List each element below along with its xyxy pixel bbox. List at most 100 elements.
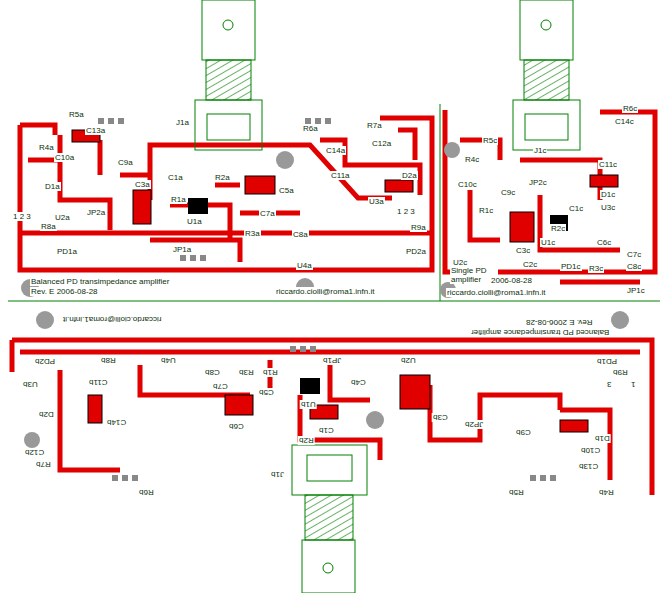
silkscreen-label: U3c — [600, 203, 616, 212]
pad — [325, 118, 331, 124]
silkscreen-label: C8a — [292, 230, 309, 239]
silkscreen-label: C14a — [325, 146, 346, 155]
pad — [310, 346, 316, 352]
silkscreen-label: D1c — [600, 190, 616, 199]
pad — [98, 118, 556, 481]
copper-trace — [540, 195, 620, 250]
silkscreen-label: R8a — [40, 222, 57, 231]
silkscreen-label: C5a — [278, 186, 295, 195]
pad — [300, 346, 306, 352]
silkscreen-label: R7b — [35, 460, 52, 469]
copper-trace — [20, 350, 640, 355]
silkscreen-label: J1c — [533, 146, 547, 155]
mounting-hole — [366, 411, 384, 429]
silkscreen-label: R1a — [170, 195, 187, 204]
silkscreen-label: Balanced PD transimpedance amplifier — [30, 277, 170, 286]
silkscreen-label: R9a — [410, 223, 427, 232]
silkscreen-label: R3a — [244, 229, 261, 238]
copper-trace — [120, 173, 150, 178]
silkscreen-label: U4a — [296, 261, 313, 270]
silkscreen-label: R5a — [68, 110, 85, 119]
bnc-connector — [207, 114, 250, 140]
pad — [122, 475, 128, 481]
component-body — [560, 420, 588, 432]
component-body — [225, 395, 253, 415]
silkscreen-label: C1a — [167, 173, 184, 182]
component-body — [590, 175, 618, 187]
silkscreen-label: D1a — [44, 182, 61, 191]
component-body — [510, 212, 534, 242]
silkscreen-label: U1b — [300, 400, 317, 409]
copper-trace — [20, 125, 55, 135]
copper-trace — [215, 183, 240, 188]
copper-trace — [12, 340, 652, 495]
silkscreen-label: JP2a — [86, 208, 106, 217]
silkscreen-label: R1b — [262, 368, 279, 377]
pad — [190, 255, 196, 261]
silkscreen-label: C3b — [432, 413, 449, 422]
copper-trace — [445, 110, 655, 272]
copper-trace — [560, 280, 640, 285]
silkscreen-label: C2c — [522, 260, 538, 269]
silkscreen-label: C11a — [330, 171, 351, 180]
silkscreen-label: U1c — [540, 238, 556, 247]
component-body — [400, 375, 430, 409]
bnc-connector — [195, 0, 580, 593]
copper-trace — [520, 160, 600, 200]
silkscreen-label: C14b — [106, 418, 127, 427]
silkscreen-label: R1c — [478, 206, 494, 215]
silkscreen-label: riccardo.ciolli@roma1.infn.it — [275, 287, 375, 296]
silkscreen-label: C1c — [568, 204, 584, 213]
silkscreen-label: 1 — [630, 380, 636, 389]
bnc-connector — [195, 100, 262, 150]
board-outline — [8, 104, 660, 301]
silkscreen-label: C11c — [598, 160, 618, 169]
silkscreen-label: Balanced PD transimpedance amplifier — [470, 328, 610, 337]
copper-trace — [10, 340, 15, 372]
silkscreen-label: 1 2 3 — [396, 207, 416, 216]
component-body — [88, 395, 102, 423]
pad — [118, 118, 124, 124]
silkscreen-label: C13b — [578, 462, 599, 471]
bnc-connector — [323, 563, 333, 573]
silkscreen-label: U2b — [400, 356, 417, 365]
copper-trace — [300, 395, 380, 460]
silkscreen-label: R3b — [238, 368, 255, 377]
silkscreen-label: riccardo.ciolli@roma1.infn.it — [62, 315, 162, 324]
silkscreen-label: J1b — [270, 470, 285, 479]
copper-trace — [22, 231, 432, 236]
copper-trace — [470, 190, 500, 240]
copper-trace — [20, 118, 432, 270]
silkscreen-label: R4a — [38, 143, 55, 152]
pad — [540, 475, 546, 481]
silkscreen-label: C8c — [626, 262, 642, 271]
copper-trace — [430, 385, 560, 440]
silkscreen-label: C9c — [500, 188, 516, 197]
silkscreen-label: C6c — [596, 238, 612, 247]
bnc-connector — [202, 0, 255, 60]
bnc-connector — [513, 100, 580, 150]
silkscreen-label: 3 — [606, 380, 612, 389]
component-body — [133, 190, 151, 224]
silkscreen-label: C5b — [258, 388, 275, 397]
mounting-hole — [24, 432, 40, 448]
bnc-connector — [302, 540, 355, 593]
silkscreen-label: R5c — [482, 136, 498, 145]
silkscreen-label: C4b — [350, 378, 367, 387]
silkscreen-label: U3b — [22, 380, 39, 389]
silkscreen-label: JP2c — [528, 178, 548, 187]
silkscreen-label: R6c — [622, 104, 638, 113]
silkscreen-label: D2b — [38, 410, 55, 419]
silkscreen-label: C3a — [134, 180, 151, 189]
silkscreen-label: Rev. E 2006-08-28 — [30, 287, 99, 296]
silkscreen-label: U2a — [54, 213, 71, 222]
silkscreen-label: U1a — [186, 217, 203, 226]
silkscreen-label: J1a — [175, 118, 190, 127]
silkscreen-label: C13a — [85, 126, 106, 135]
pad — [550, 475, 556, 481]
pad — [98, 118, 104, 124]
bnc-connector — [223, 20, 233, 30]
silkscreen-label: U4b — [160, 356, 177, 365]
silkscreen-label: C6b — [228, 422, 245, 431]
silkscreen-label: JP1b — [322, 356, 342, 365]
